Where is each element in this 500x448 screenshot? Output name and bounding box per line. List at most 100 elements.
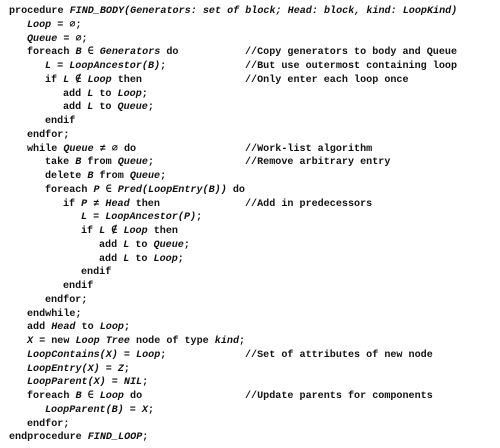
code-keyword-text: = new [33,336,76,347]
code-identifier: LoopParent(X) [27,377,106,389]
code-identifier: Head [105,198,130,210]
code-keyword-text: foreach [27,47,76,59]
code-keyword-text: do [226,184,245,196]
code-identifier: Z [117,363,124,375]
code-keyword-text: ∈ [81,391,100,402]
code-comment: //Update parents for components [245,391,433,402]
code-keyword-text: node of type [129,336,215,347]
code-statement: endfor; [27,129,69,143]
code-keyword-text: ≠ ∅ do [93,143,137,155]
code-keyword-text: do [123,391,143,402]
code-statement: if P ≠ Head then [63,198,160,212]
code-keyword-text: ; [160,61,167,72]
code-keyword-text: add [99,253,124,265]
code-keyword-text: endif [45,116,76,127]
code-keyword-text: add [99,239,124,251]
code-keyword-text: foreach [27,391,76,402]
code-keyword-text: to [93,102,118,114]
code-keyword-text: ; [147,102,154,114]
code-comment: //Only enter each loop once [245,74,409,86]
code-keyword-text: endif [81,267,112,279]
code-statement: add L to Queue; [99,239,190,253]
code-keyword-text: if [45,74,64,86]
code-keyword-text: ∈ [81,47,100,59]
code-statement: foreach P ∈ Pred(LoopEntry(B)) do [45,184,245,198]
code-keyword-text: take [45,157,76,169]
code-identifier: Queue [27,33,58,45]
code-comment: //Set of attributes of new node [245,349,433,361]
code-statement: foreach B ∈ Generators do [27,46,178,60]
code-keyword-text: endfor; [27,418,70,430]
code-keyword-text: ; [160,171,167,182]
code-identifier: L [87,88,94,100]
code-identifier: Head [51,322,76,334]
code-keyword-text: ; [142,432,149,444]
code-statement: take B from Queue; [45,156,154,170]
code-identifier: Pred(LoopEntry(B)) [117,184,227,196]
code-keyword-text: from [93,171,130,182]
code-statement: if L ∉ Loop then [81,225,178,239]
code-keyword-text: ; [142,377,149,389]
code-identifier: Queue [129,171,161,182]
code-identifier: LoopParent(B) [45,404,124,416]
code-keyword-text: from [81,157,118,169]
code-keyword-text: while [27,143,64,155]
code-identifier: Loop [27,19,52,31]
code-keyword-text: = [123,404,142,416]
code-identifier: L [123,253,130,265]
code-statement: endfor; [45,294,87,308]
code-keyword-text: ; [148,157,155,169]
code-comment: //Remove arbitrary entry [245,157,391,169]
code-comment: //Work-list algorithm [245,143,373,155]
code-identifier: L [45,61,52,72]
code-identifier: B [75,47,82,59]
code-statement: foreach B ∈ Loop do [27,390,142,404]
code-statement: procedure FIND_BODY(Generators: set of b… [9,5,457,19]
code-comment: //But use outermost containing loop [245,61,458,72]
code-identifier: Queue [153,239,184,251]
code-keyword-text: endprocedure [9,432,88,444]
code-statement: L = LoopAncestor(B); [45,60,166,74]
code-identifier: X [141,404,148,416]
code-statement: while Queue ≠ ∅ do [27,143,136,157]
code-keyword-text: ; [81,33,88,45]
code-keyword-text: then [111,74,142,86]
code-keyword-text: add [27,322,52,334]
code-statement: Queue = ∅; [27,33,88,47]
code-statement: endif [81,266,111,280]
code-identifier: B [75,391,82,402]
code-identifier: B [75,157,82,169]
code-identifier: Loop [153,253,178,265]
code-keyword-text: ≠ [87,198,106,210]
code-keyword-text: = [51,61,70,72]
code-statement: add Head to Loop; [27,321,130,335]
code-identifier: L [87,102,94,114]
code-statement: add L to Loop; [99,253,184,267]
code-keyword-text: endwhile; [27,308,82,320]
code-keyword-text: foreach [45,184,94,196]
code-keyword-text: do [160,47,179,59]
code-keyword-text: ; [147,404,155,416]
code-statement: delete B from Queue; [45,170,166,184]
code-keyword-text: endfor; [45,294,88,306]
code-statement: Loop = ∅; [27,19,82,33]
code-comment: //Copy generators to body and Queue [245,47,458,59]
code-identifier: Generators [99,47,161,59]
code-statement: add L to Loop; [63,88,148,102]
code-keyword-text: endfor; [27,129,70,141]
code-identifier: Loop [99,391,124,402]
code-statement: if L ∉ Loop then [45,74,142,88]
code-identifier: L [81,212,88,224]
code-statement: LoopEntry(X) = Z; [27,363,130,377]
code-identifier: Loop Tree [75,336,130,347]
code-statement: L = LoopAncestor(P); [81,211,202,225]
code-keyword-text: = [87,212,106,224]
code-identifier: Loop [123,226,148,237]
code-keyword-text: endif [63,281,94,292]
code-identifier: LoopAncestor(P) [105,212,197,224]
code-identifier: Loop [136,349,161,361]
code-keyword-text: ; [160,349,167,361]
code-identifier: FIND_BODY(Generators: set of block; Head… [69,6,458,17]
code-identifier: LoopContains(X) [27,349,118,361]
code-keyword-text: ; [183,239,190,251]
